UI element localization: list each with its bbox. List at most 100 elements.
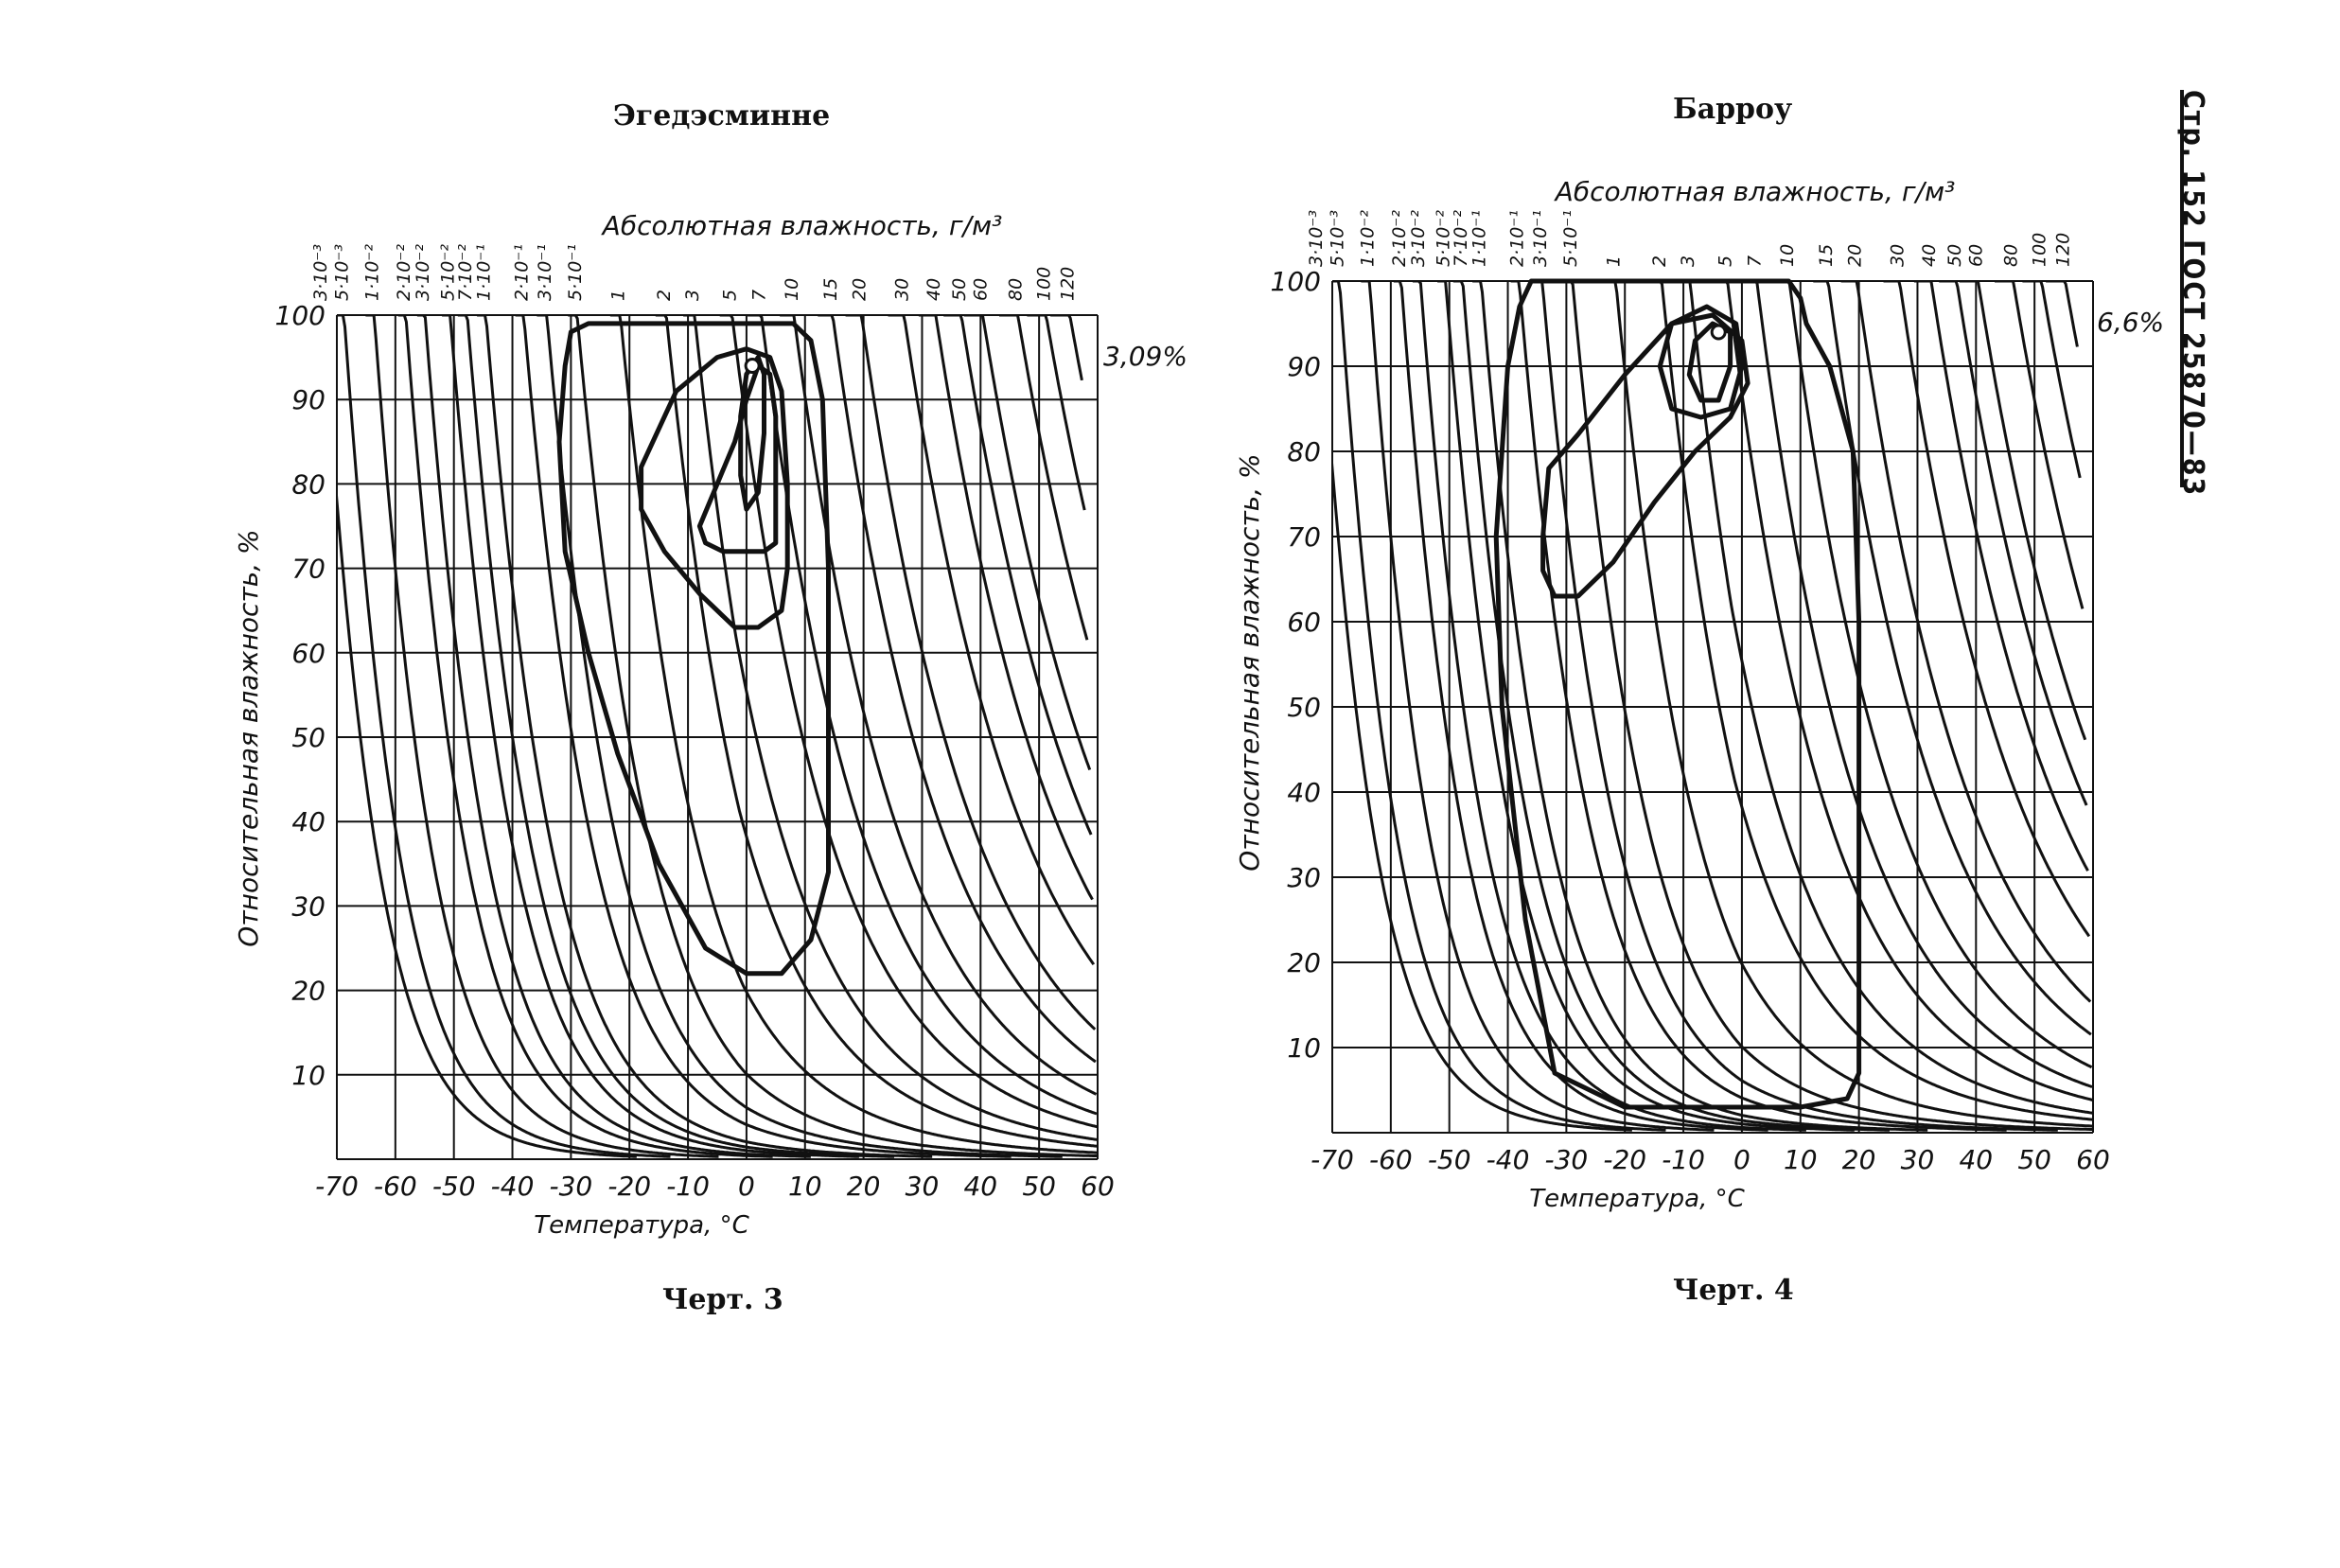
isoline-5	[442, 315, 859, 1158]
contours	[556, 321, 831, 977]
y-axis-label: Относительная влажность, %	[233, 529, 264, 946]
chart-title-left: Эгедэсминне	[613, 99, 831, 132]
abs-humidity-label: 50	[949, 278, 970, 301]
abs-humidity-label: 50	[1944, 244, 1965, 267]
x-tick-label: -30	[1545, 1144, 1589, 1175]
contours	[1493, 278, 1862, 1110]
abs-humidity-label: 30	[891, 278, 912, 301]
abs-humidity-label: 3·10⁻³	[1306, 210, 1327, 267]
abs-humidity-label: 20	[849, 278, 870, 301]
abs-humidity-label: 7·10⁻²	[455, 244, 476, 301]
abs-humidity-label: 2	[654, 290, 675, 301]
isoline-16	[780, 315, 1098, 1096]
y-tick-label: 20	[1287, 947, 1321, 978]
abs-humidity-label: 5	[1715, 255, 1736, 267]
isoline-21	[1939, 281, 2088, 806]
isoline-15	[1743, 281, 2093, 1088]
isoline-19	[1883, 281, 2091, 938]
isoline-17	[1813, 281, 2092, 1036]
contour-inner	[696, 363, 779, 555]
y-tick-label: 100	[1271, 266, 1321, 297]
x-tick-label: 50	[1022, 1171, 1056, 1202]
abs-humidity-label: 120	[1058, 267, 1079, 301]
contour-outer	[556, 321, 831, 977]
abs-humidity-label: 40	[924, 278, 944, 301]
abs-humidity-label: 80	[1006, 278, 1027, 301]
abs-humidity-label: 60	[971, 278, 992, 301]
x-tick-label: 10	[788, 1171, 822, 1202]
abs-humidity-label: 30	[1887, 244, 1908, 267]
isoline-6	[457, 315, 894, 1158]
y-tick-label: 60	[291, 638, 325, 669]
isoline-1	[337, 315, 671, 1158]
y-tick-label: 100	[275, 300, 325, 331]
marker-point	[744, 358, 761, 375]
y-tick-label: 70	[1287, 521, 1321, 553]
isoline-15	[748, 315, 1098, 1116]
isoline-3	[1393, 281, 1768, 1132]
isoline-20	[918, 315, 1094, 901]
abs-humidity-label: 5·10⁻¹	[1560, 210, 1581, 267]
isoline-23	[999, 315, 1089, 641]
x-tick-label: -40	[491, 1171, 535, 1202]
isoline-24	[1027, 315, 1086, 511]
x-tick-label: -60	[374, 1171, 417, 1202]
isoline-0	[337, 483, 637, 1158]
x-tick-label: -60	[1369, 1144, 1413, 1175]
isoline-13	[683, 315, 1098, 1141]
abs-humidity-label: 2·10⁻²	[394, 244, 414, 301]
abs-humidity-label: 7·10⁻²	[1451, 210, 1471, 267]
isoline-17	[818, 315, 1097, 1064]
abs-humidity-label: 1·10⁻¹	[474, 244, 495, 301]
isoline-25	[1050, 315, 1083, 381]
y-tick-label: 30	[291, 890, 325, 922]
isoline-21	[943, 315, 1093, 836]
y-tick-label: 10	[1287, 1032, 1321, 1064]
abs-humidity-label: 40	[1919, 244, 1940, 267]
isoline-10	[568, 315, 1098, 1158]
x-tick-label: 40	[963, 1171, 997, 1202]
y-tick-label: 90	[291, 384, 325, 415]
isoline-14	[719, 315, 1098, 1129]
contour-middle	[1540, 312, 1751, 599]
isoline-11	[609, 315, 1098, 1154]
abs-humidity-label: 7	[749, 290, 770, 301]
caption-right: Черт. 4	[1673, 1274, 1794, 1307]
contour-middle	[639, 346, 790, 630]
x-tick-label: 60	[2076, 1144, 2110, 1175]
x-tick-label: -10	[666, 1171, 710, 1202]
y-tick-label: 50	[291, 722, 325, 753]
abs-humidity-label: 10	[1777, 244, 1798, 267]
abs-humidity-label: 3	[1678, 255, 1698, 267]
annotation-percent: 6,6%	[2097, 307, 2164, 338]
abs-humidity-label: 5·10⁻¹	[565, 244, 586, 301]
page-header: Стр. 152 ГОСТ 25870—83	[2176, 90, 2243, 525]
x-tick-label: 30	[906, 1171, 940, 1202]
isoline-0	[1332, 450, 1632, 1132]
x-tick-label: 0	[1733, 1144, 1751, 1175]
x-tick-label: 20	[847, 1171, 881, 1202]
x-tick-label: -70	[315, 1171, 359, 1202]
x-tick-label: -70	[1311, 1144, 1354, 1175]
isoline-9	[537, 315, 1063, 1158]
isoline-2	[365, 315, 719, 1158]
y-tick-label: 80	[1287, 436, 1321, 467]
abs-humidity-label: 1	[608, 290, 629, 301]
header-rule	[2180, 90, 2184, 487]
top-axis-label: Абсолютная влажность, г/м³	[1554, 176, 1956, 207]
isoline-22	[1959, 281, 2087, 741]
x-tick-label: 20	[1842, 1144, 1876, 1175]
abs-humidity-label: 100	[1034, 267, 1055, 301]
isoline-14	[1715, 281, 2093, 1101]
isoline-1	[1332, 281, 1666, 1132]
x-tick-label: 10	[1784, 1144, 1818, 1175]
x-tick-label: -50	[432, 1171, 476, 1202]
abs-humidity-label: 120	[2053, 233, 2074, 267]
isoline-12	[1650, 281, 2093, 1121]
x-tick-label: -20	[1603, 1144, 1646, 1175]
x-tick-label: 40	[1959, 1144, 1993, 1175]
isoline-19	[888, 315, 1096, 966]
